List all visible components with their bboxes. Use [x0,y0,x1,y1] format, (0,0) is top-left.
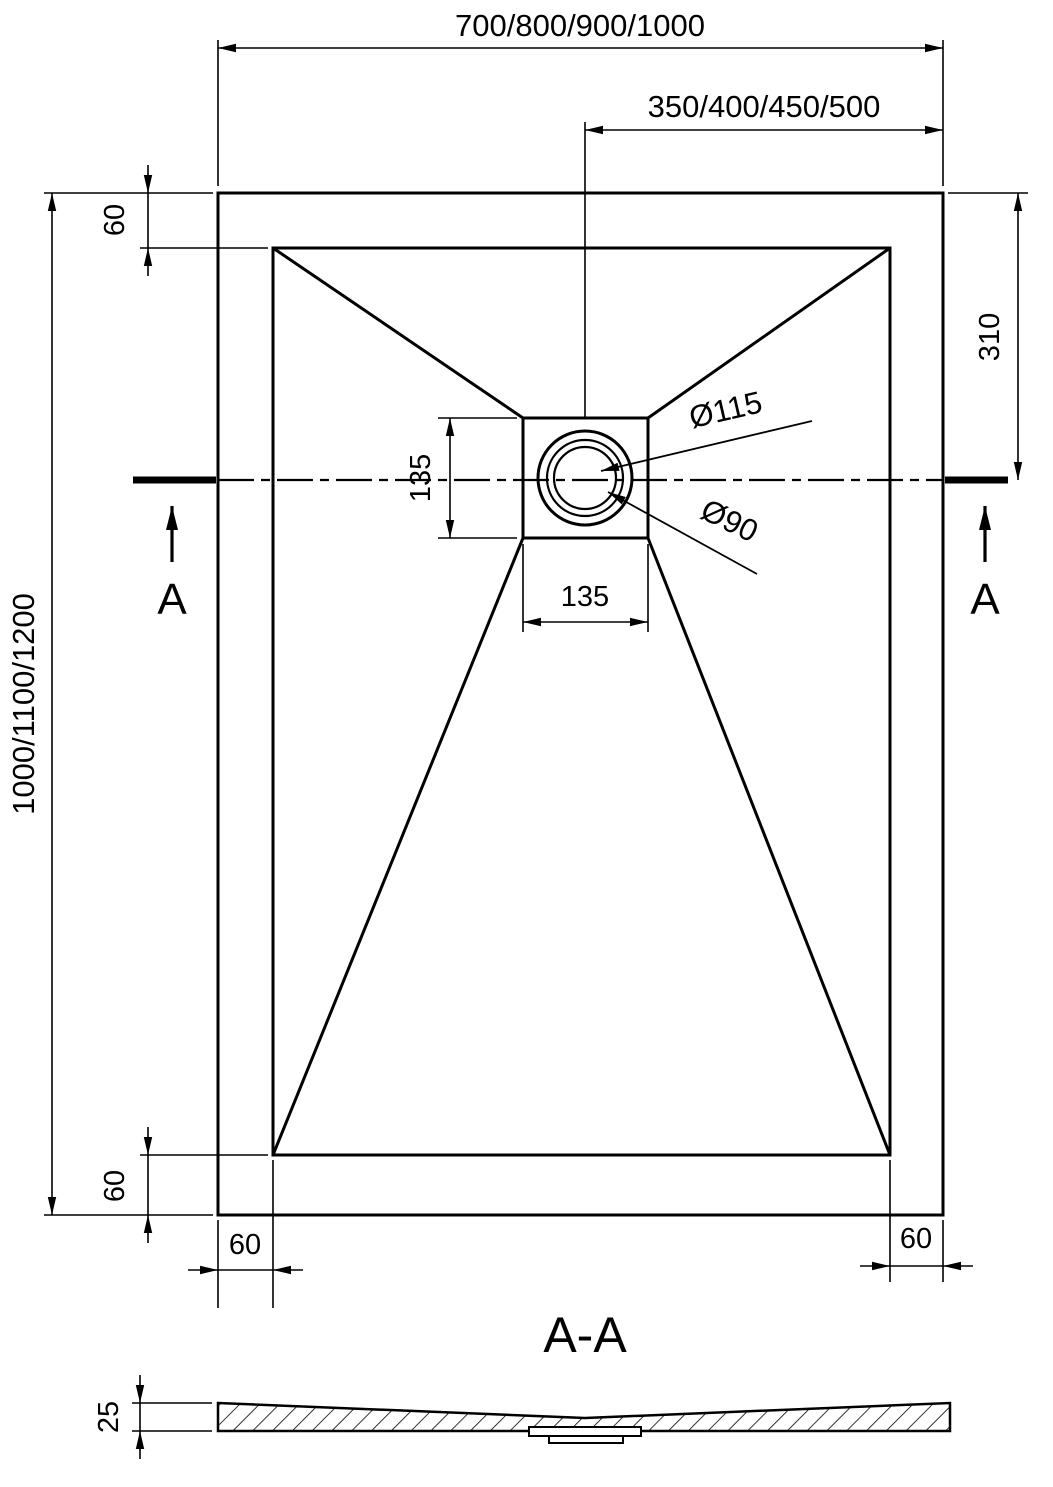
drain-circle-inner [552,445,618,511]
dim-left-margin-label: 60 [229,1229,261,1261]
cut-label-right: A [970,575,1000,624]
dim-overall-width: 700/800/900/1000 [217,8,944,186]
dim-drain-box-width-label: 135 [561,581,609,613]
dim-drain-center-width-label: 350/400/450/500 [648,89,881,124]
drain-inner-diameter-label: Ø90 [696,492,764,549]
dim-drain-box-height-label: 135 [405,454,437,502]
leader-drain-inner-diameter: Ø90 [607,491,764,575]
section-view: A-A 25 [93,1307,952,1459]
dim-right-margin-label: 60 [900,1223,932,1255]
dim-drain-box-height: 135 [405,417,517,539]
dim-overall-length-label: 1000/1100/1200 [6,593,41,815]
cut-label-left: A [157,575,187,624]
dim-top-margin-label: 60 [99,204,131,236]
tray-profile [216,1401,952,1433]
dim-drain-center-width: 350/400/450/500 [584,89,943,418]
dim-drain-center-from-top: 310 [948,192,1028,480]
dim-bottom-margin-label: 60 [99,1170,131,1202]
tray-basin-edge [271,246,892,1157]
drain-circle-mid [545,438,625,518]
plan-view [216,191,945,1217]
dim-thickness: 25 [93,1375,212,1459]
leader-drain-outer-diameter: Ø115 [600,384,813,472]
drain-profile [528,1426,642,1444]
dim-overall-width-label: 700/800/900/1000 [455,8,705,43]
dimensions: 700/800/900/1000 350/400/450/500 1000/11… [6,8,1028,1308]
dim-left-margin: 60 [188,1160,303,1308]
section-cut-line: A A [133,476,1008,624]
dim-overall-length: 1000/1100/1200 [6,192,213,1216]
drain [521,416,650,540]
dim-thickness-label: 25 [93,1401,125,1433]
dim-drain-box-width: 135 [522,544,649,632]
drain-frame [521,416,650,540]
section-title: A-A [543,1307,627,1363]
drain-circle-outer [536,429,634,527]
dim-right-margin: 60 [860,1160,973,1282]
dim-top-margin: 60 [99,165,268,276]
tray-outer-edge [216,191,945,1217]
slope-edges [271,246,892,1156]
drain-outer-diameter-label: Ø115 [686,384,766,435]
dim-drain-center-from-top-label: 310 [974,313,1006,361]
dim-bottom-margin: 60 [99,1127,268,1243]
